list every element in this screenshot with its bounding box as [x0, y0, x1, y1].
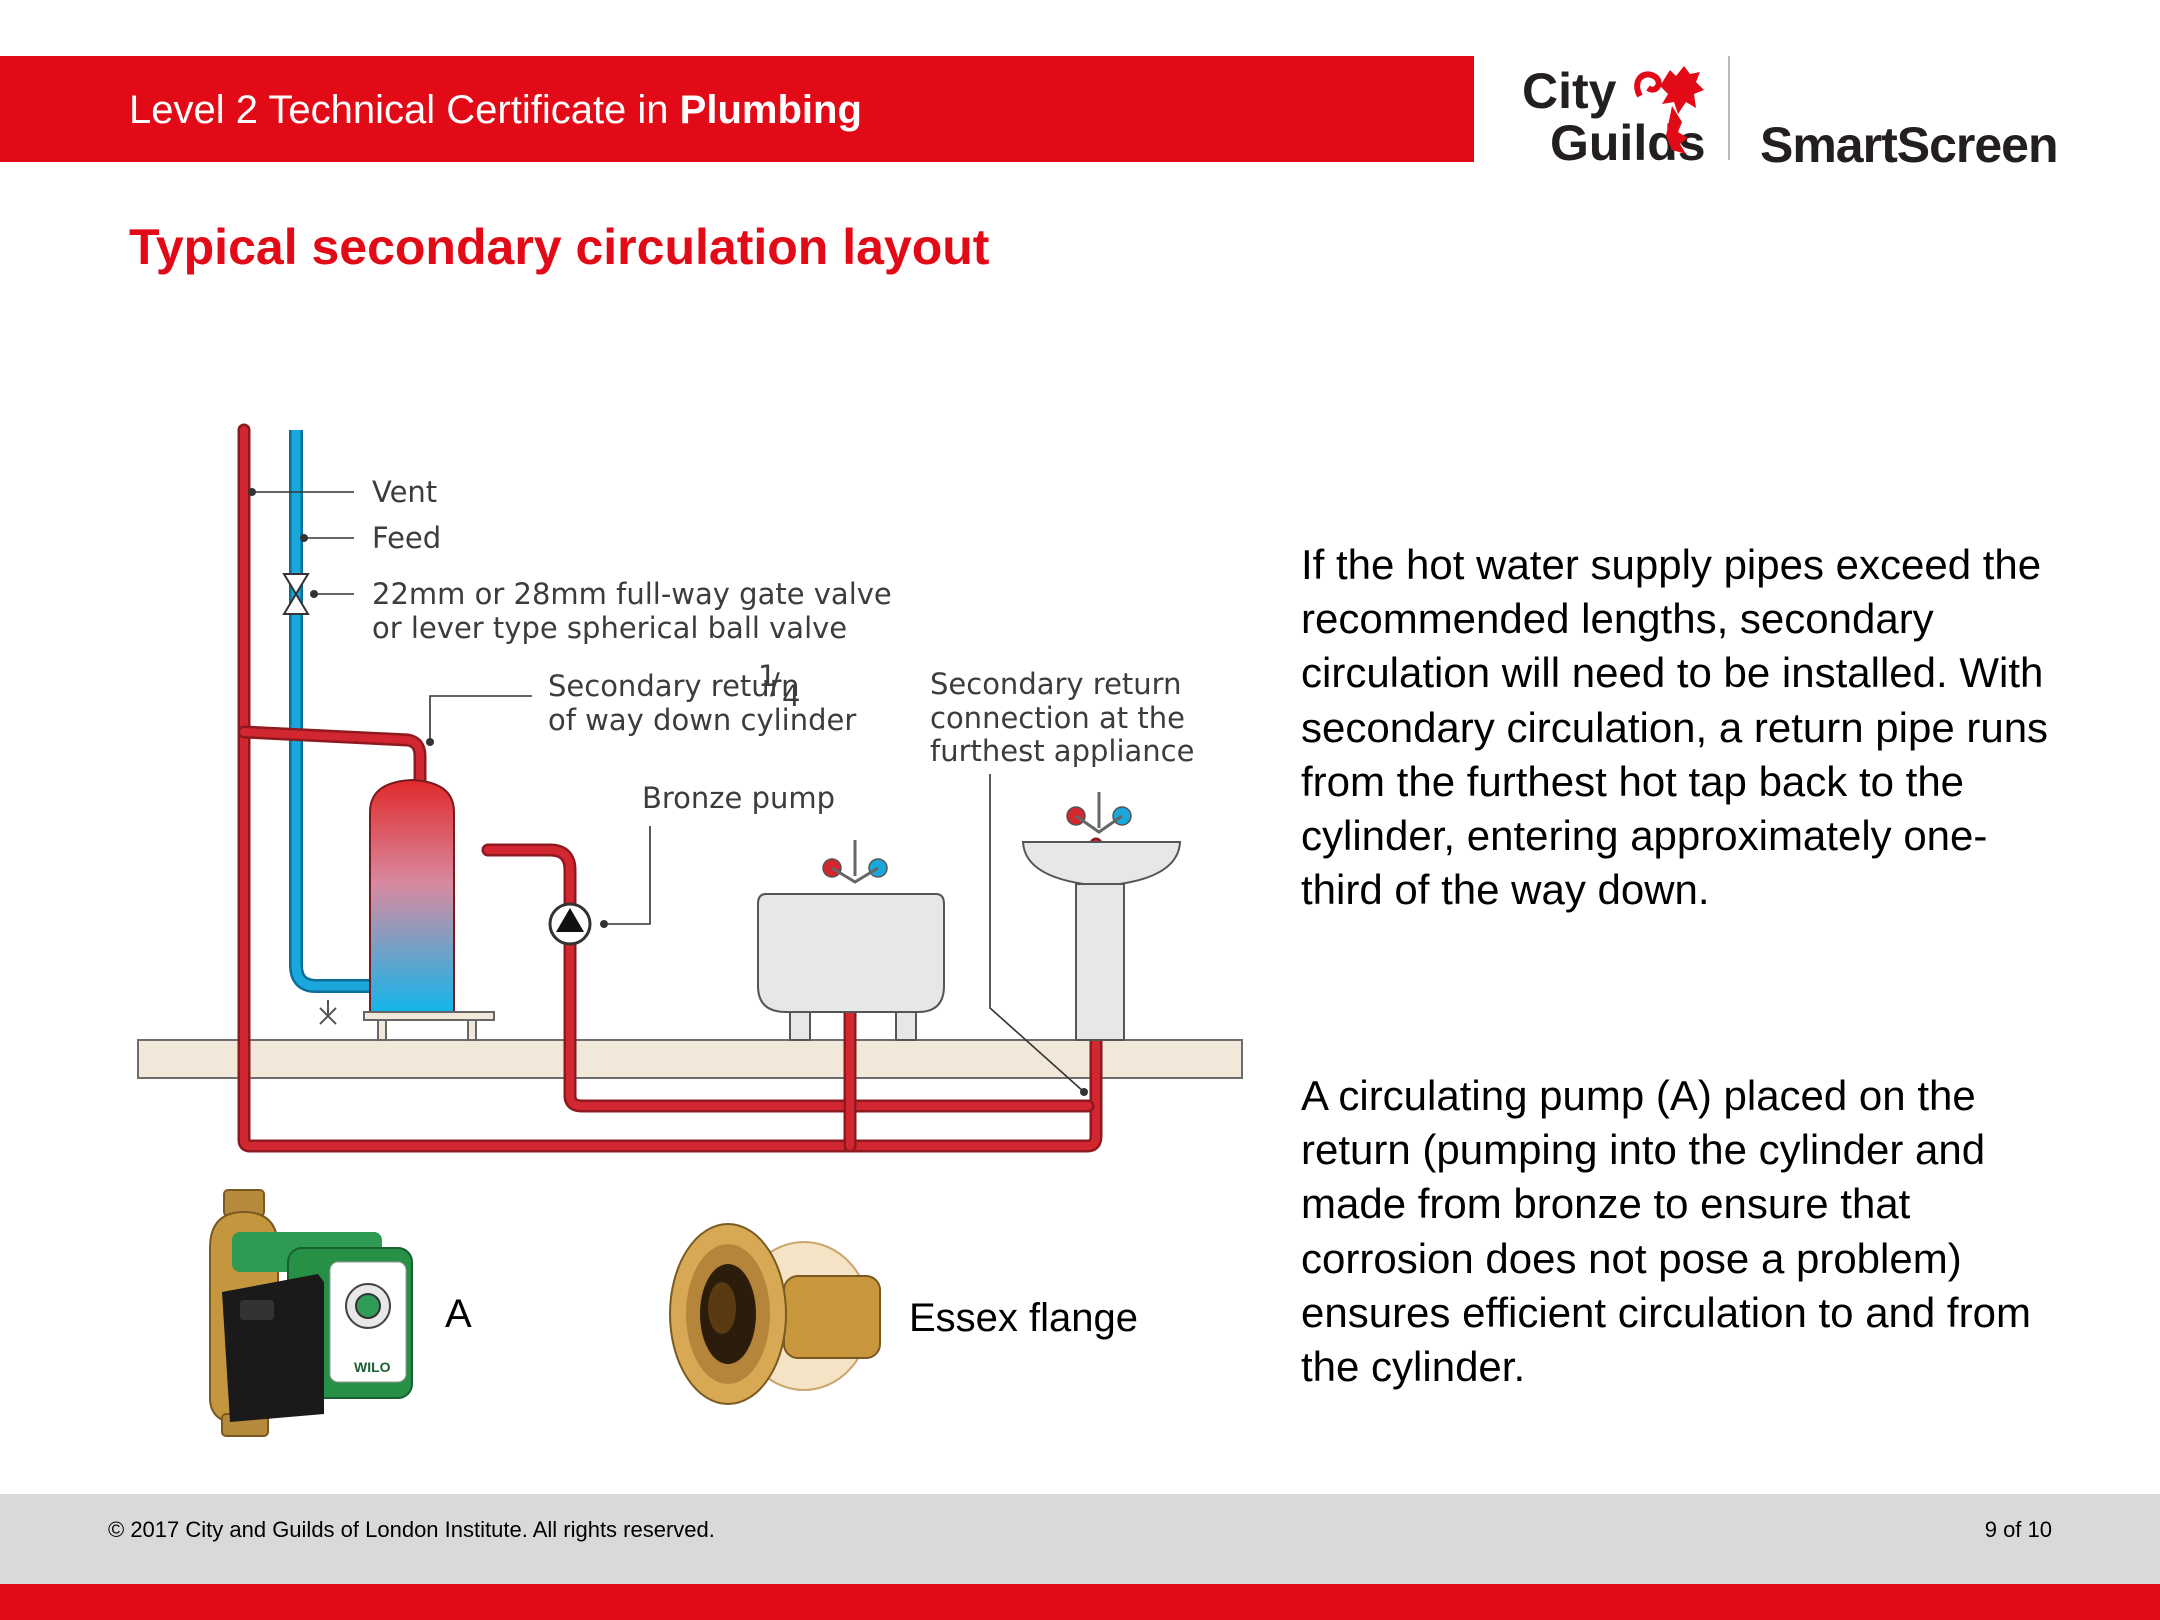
- floor-slab: [137, 1039, 1243, 1079]
- paragraph-secondary-circulation: If the hot water supply pipes exceed the…: [1301, 541, 2049, 914]
- gate-valve-icon: [282, 573, 310, 615]
- leader-dots: [248, 488, 1088, 1096]
- course-title-subject: Plumbing: [679, 88, 862, 132]
- label-fraction-denominator: 4: [782, 679, 800, 713]
- ampersand-mark: [1634, 71, 1662, 98]
- leader-lines: [252, 491, 1085, 1093]
- header-band: [0, 56, 1474, 162]
- hot-water-pipes: [237, 423, 1103, 1153]
- essex-flange-label: Essex flange: [909, 1296, 1139, 1340]
- label-bronze-pump: Bronze pump: [642, 781, 835, 815]
- smartscreen-logo: SmartScreen: [1760, 117, 2058, 173]
- essex-flange-photo: [669, 1223, 881, 1405]
- footer-copyright: © 2017 City and Guilds of London Institu…: [108, 1517, 715, 1542]
- slide-title: Typical secondary circulation layout: [129, 219, 990, 275]
- cold-feed-pipe-outline: [289, 430, 370, 993]
- label-valve-line2: or lever type spherical ball valve: [372, 611, 847, 645]
- cold-feed-pipe: [291, 430, 370, 991]
- label-furthest-line2: connection at the: [930, 701, 1185, 735]
- label-valve-line1: 22mm or 28mm full-way gate valve: [372, 577, 892, 611]
- lion-icon: [1660, 66, 1704, 154]
- label-secondary-return-line1: Secondary return: [548, 669, 799, 703]
- label-furthest-line1: Secondary return: [930, 667, 1181, 701]
- circulating-pump-photo: WILO: [209, 1189, 413, 1437]
- pump-symbol-icon: [548, 902, 592, 946]
- page-indicator: 9 of 10: [1984, 1517, 2052, 1542]
- pump-brand-label: WILO: [354, 1359, 391, 1375]
- logo-divider: [1728, 56, 1730, 160]
- label-secondary-return-line2: of way down cylinder: [548, 703, 856, 737]
- label-feed: Feed: [372, 521, 441, 555]
- label-vent: Vent: [372, 475, 437, 509]
- secondary-circulation-diagram: Vent Feed 22mm or 28mm full-way gate val…: [137, 423, 1243, 1153]
- hot-water-cylinder: [363, 778, 495, 1041]
- label-fraction-slash: /: [770, 667, 780, 701]
- city-guilds-logo: City Guilds: [1522, 63, 1706, 168]
- drain-valve-icon: [319, 1000, 337, 1025]
- bath-icon: [757, 840, 945, 1041]
- basin-icon: [1021, 792, 1182, 1041]
- label-fraction-numerator: 1: [758, 659, 776, 693]
- course-title-prefix: Level 2 Technical Certificate in: [129, 88, 680, 132]
- logo-city-text: City: [1522, 63, 1617, 119]
- pump-label-a: A: [445, 1292, 472, 1336]
- bottom-band: [0, 1584, 2160, 1620]
- label-furthest-line3: furthest appliance: [930, 734, 1194, 768]
- paragraph-circulating-pump: A circulating pump (A) placed on the ret…: [1301, 1072, 2031, 1391]
- footer-bar: [0, 1494, 2160, 1584]
- course-title: Level 2 Technical Certificate in Plumbin…: [129, 88, 862, 133]
